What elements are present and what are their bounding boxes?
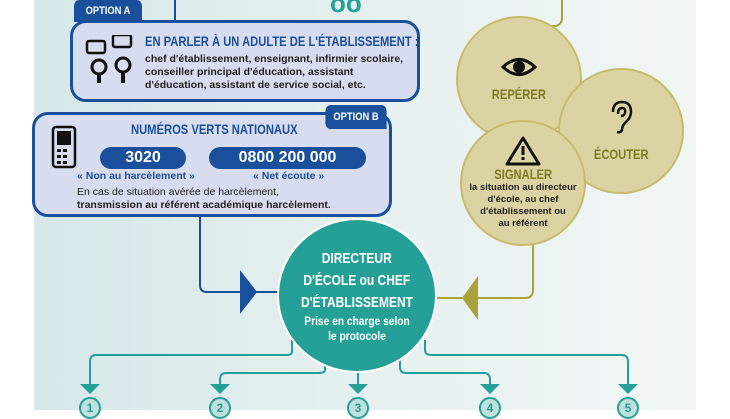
outcome-3: 3: [347, 397, 369, 419]
speech-bubbles-people-icon: [85, 35, 133, 83]
signaler-circle: SIGNALER la situation au directeur d'éco…: [460, 120, 586, 246]
option-a-line: chef d'établissement, enseignant, infirm…: [145, 53, 404, 65]
director-title: D'ÉCOLE ou CHEF: [303, 271, 411, 289]
phone-label: « Net écoute »: [253, 170, 325, 182]
phone-number-net-ecoute: 0800 200 000: [209, 147, 366, 169]
option-b-note: transmission au référent académique harc…: [77, 199, 331, 211]
option-a-title: EN PARLER À UN ADULTE DE L'ÉTABLISSEMENT…: [145, 33, 419, 49]
director-sub: le protocole: [328, 328, 386, 343]
option-a-tab: OPTION A: [74, 0, 142, 22]
option-b-title: NUMÉROS VERTS NATIONAUX: [131, 121, 298, 137]
outcome-4: 4: [479, 397, 501, 419]
director-sub: Prise en charge selon: [304, 313, 410, 328]
signaler-text: la situation au directeur: [469, 182, 577, 193]
option-a-line: conseiller principal d'éducation, assist…: [145, 66, 354, 78]
signaler-text: d'école, au chef: [487, 194, 559, 205]
eye-icon: [501, 58, 537, 76]
reperer-label: REPÉRER: [491, 86, 547, 102]
warning-icon: [505, 136, 541, 166]
director-title: D'ÉTABLISSEMENT: [301, 293, 413, 311]
mobile-phone-icon: [51, 125, 77, 169]
option-a-box: EN PARLER À UN ADULTE DE L'ÉTABLISSEMENT…: [70, 20, 420, 102]
phone-number-3020: 3020: [100, 147, 186, 169]
option-a-line: d'éducation, assistant de service social…: [145, 79, 366, 91]
option-b-note: En cas de situation avérée de harcèlemen…: [77, 186, 279, 198]
outcome-1: 1: [79, 397, 101, 419]
option-b-tab: OPTION B: [325, 105, 387, 129]
option-b-box: NUMÉROS VERTS NATIONAUX 3020 0800 200 00…: [32, 112, 392, 217]
signaler-text: d'établissement ou: [480, 206, 566, 217]
outcome-2: 2: [209, 397, 231, 419]
signaler-label: SIGNALER: [494, 166, 552, 182]
director-title: DIRECTEUR: [321, 249, 392, 267]
signaler-text: au référent: [498, 218, 548, 229]
flow-connectors: oo: [80, 0, 638, 394]
arrow-right-icon: [240, 270, 257, 314]
ear-icon: [611, 100, 633, 134]
outcome-5: 5: [617, 397, 639, 419]
svg-text:oo: oo: [330, 0, 362, 18]
phone-label: « Non au harcèlement »: [77, 170, 195, 182]
director-circle: DIRECTEUR D'ÉCOLE ou CHEF D'ÉTABLISSEMEN…: [277, 218, 437, 373]
arrow-left-icon: [462, 276, 478, 320]
ecouter-label: ÉCOUTER: [593, 146, 649, 162]
